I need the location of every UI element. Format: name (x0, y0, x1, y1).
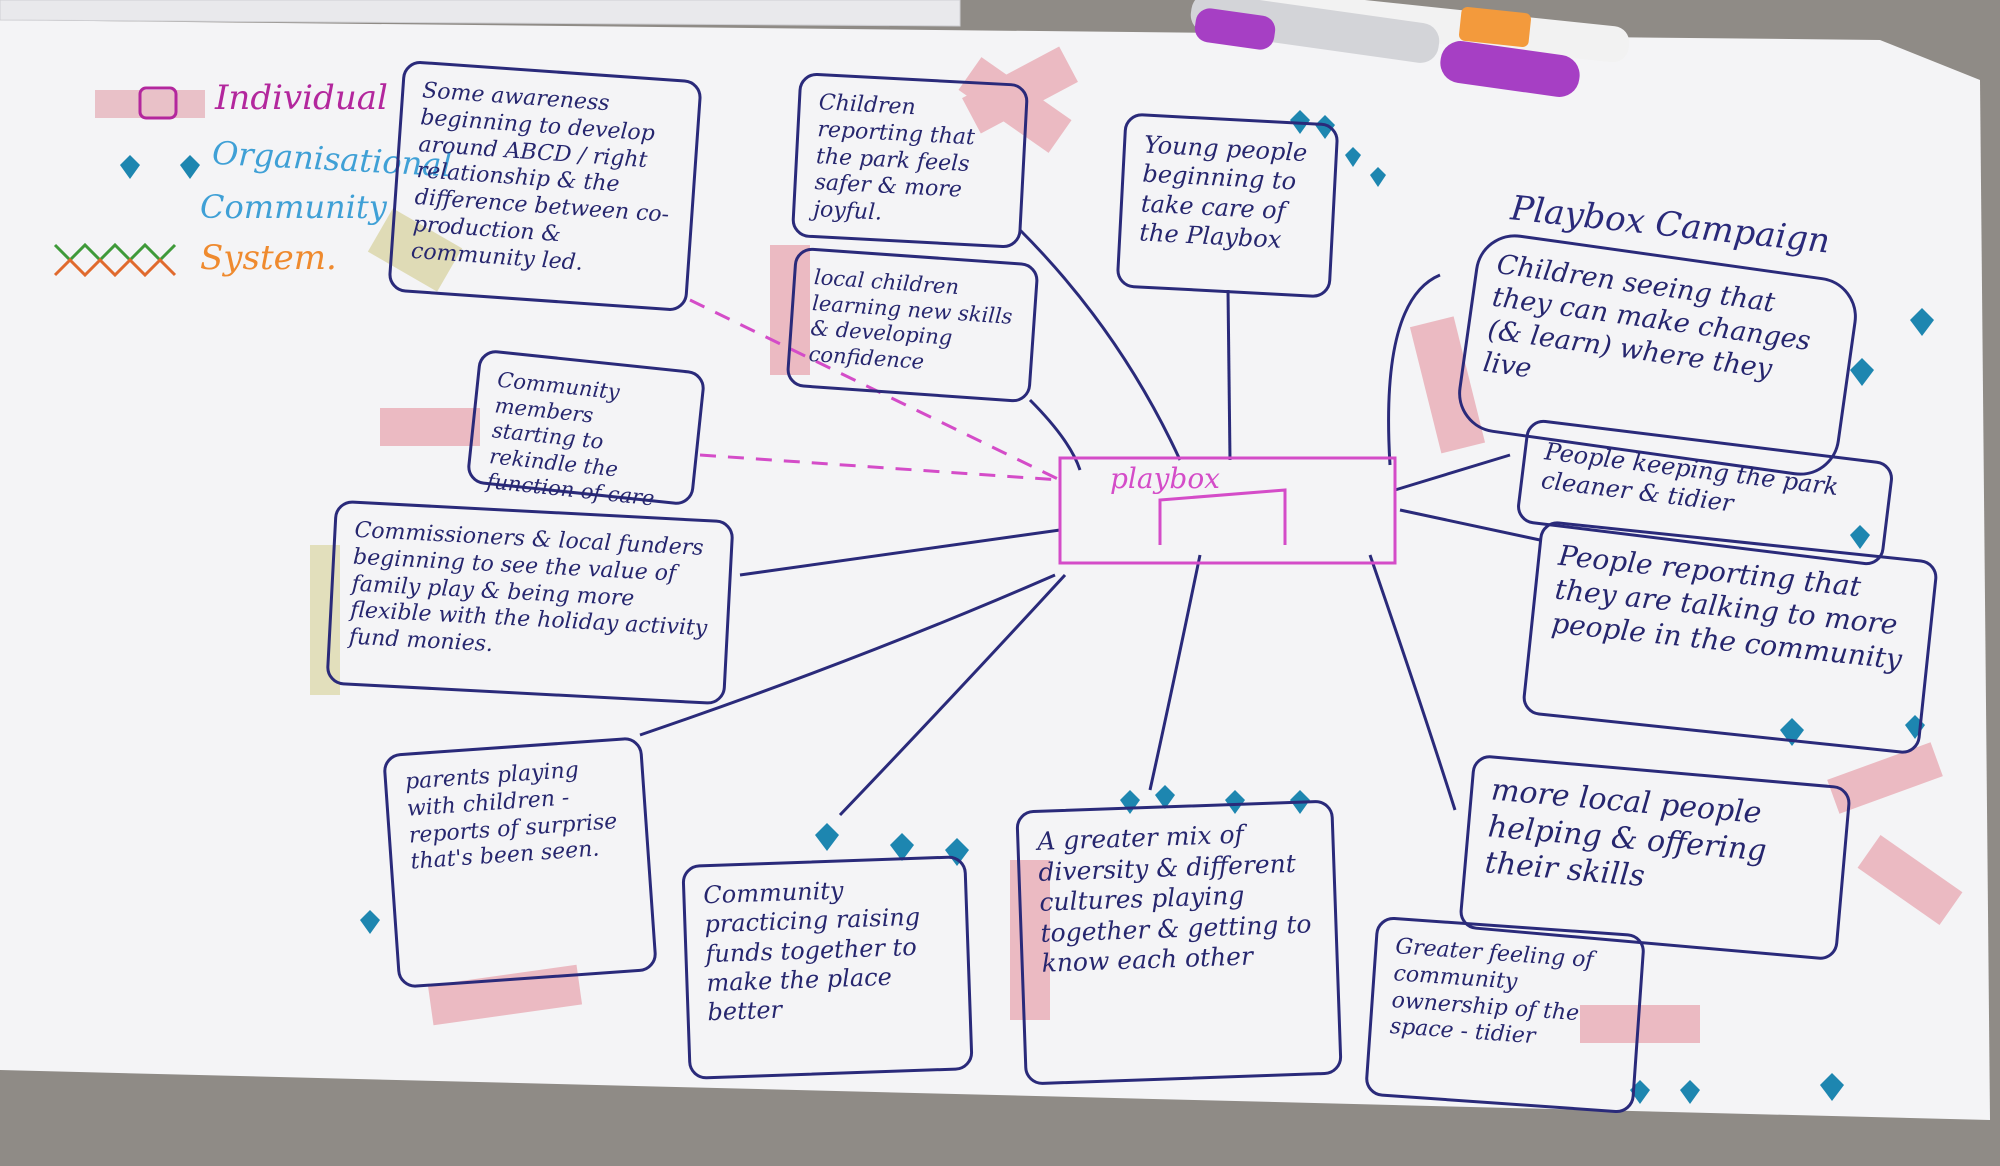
playbox-drawing (1158, 488, 1287, 545)
tape-strips (95, 46, 1963, 1043)
note-card-community-fundraising: Community practicing raising funds toget… (681, 855, 974, 1080)
legend-system: System. (200, 238, 337, 278)
paper-sheet (0, 20, 1990, 1120)
legend-individual: Individual (215, 78, 388, 118)
note-card-park-safer: Children reporting that the park feels s… (790, 72, 1030, 249)
note-card-learning-skills: local children learning new skills & dev… (785, 246, 1040, 404)
heart-stickers (120, 110, 1934, 1104)
legend-icons (53, 86, 178, 278)
note-card-diversity-mix: A greater mix of diversity & different c… (1015, 799, 1343, 1086)
marker-orange (1250, 0, 1630, 63)
note-card-parents-playing: parents playing with children - reports … (382, 736, 658, 989)
note-card-community-ownership: Greater feeling of community ownership o… (1364, 915, 1646, 1115)
note-card-abcd-awareness: Some awareness beginning to develop arou… (387, 59, 703, 313)
paper-roll (0, 0, 961, 27)
note-card-rekindle-care: Community members starting to rekindle t… (465, 348, 707, 511)
playbox-center-label: playbox (1110, 462, 1220, 495)
note-card-talking-more: People reporting that they are talking t… (1520, 519, 1940, 756)
dashed-connector-lines (689, 298, 1061, 482)
playbox-center-box (1058, 456, 1397, 565)
note-card-young-people-care: Young people beginning to take care of t… (1115, 112, 1340, 299)
legend-community: Community (200, 188, 387, 226)
connector-lines (639, 228, 1541, 817)
note-card-commissioners-funders: Commissioners & local funders beginning … (325, 499, 735, 706)
marker-purple (1190, 0, 1580, 97)
